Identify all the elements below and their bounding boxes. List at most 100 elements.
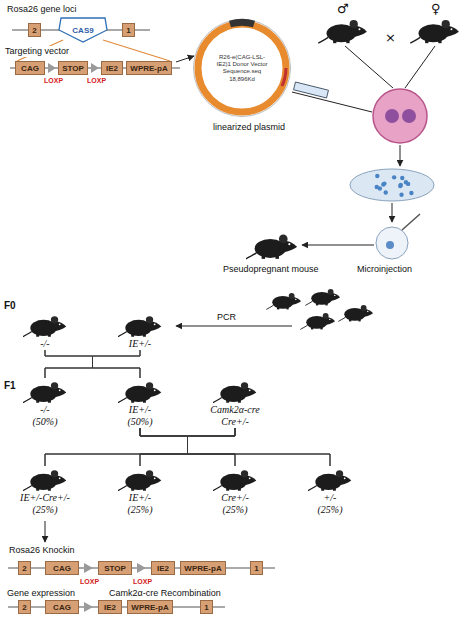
pedigree-line [45, 350, 140, 378]
genotype-label: +/- [324, 492, 337, 504]
gene-element-box: CAG [45, 561, 79, 575]
embryo-dot [398, 184, 402, 188]
genotype-label: (50%) [128, 416, 153, 428]
genotype-label: (25%) [223, 504, 248, 516]
text-label: Rosa26 Knockin [8, 545, 76, 556]
mouse-genotype: -/- [21, 312, 69, 350]
embryo-dots [375, 174, 414, 197]
mouse-icon [23, 312, 67, 338]
gene-element-box: WPRE-pA [127, 600, 173, 614]
genotype-label: IE+/- [129, 404, 151, 416]
arrow [176, 56, 194, 62]
gene-element-box: WPRE-pA [180, 561, 226, 575]
pronucleus [385, 109, 399, 123]
embryo-dot [384, 190, 388, 194]
embryo-dot [375, 174, 379, 178]
node-text: 1 [204, 603, 208, 612]
embryo-dot [375, 185, 379, 189]
mating-line [405, 46, 435, 88]
genotype-label: -/- [40, 404, 49, 416]
pup [300, 313, 335, 329]
text-label: Targeting vector [4, 46, 70, 57]
pedigree-line [140, 428, 330, 466]
embryo-dot [392, 175, 396, 179]
loxp-triangle [84, 563, 93, 573]
genotype-label: -/- [40, 338, 49, 350]
text-label: LOXP [43, 77, 64, 85]
node-text: R26-e(CAG-LSL-IE2)1 Donor Vector Sequenc… [214, 54, 270, 75]
pup [266, 293, 301, 309]
pedigree-line [188, 428, 236, 466]
mouse-icon [23, 378, 67, 404]
genotype-label: Cre+/- [221, 416, 249, 428]
mouse-genotype: -/-(50%) [21, 378, 69, 428]
loxp-triangle [137, 563, 146, 573]
text-label: Microinjection [356, 264, 413, 275]
gene-element-box: 1 [122, 23, 135, 37]
embryo-dot [409, 191, 413, 195]
text-label: linearized plasmid [212, 122, 286, 133]
arrow [176, 326, 292, 327]
arrow [392, 203, 393, 222]
node-text: 2 [22, 564, 26, 573]
text-label: ♂ [336, 1, 350, 16]
text-label: LOXP [79, 578, 100, 586]
node-text: 2 [22, 603, 26, 612]
genotype-label: Camk2α-cre [210, 404, 259, 416]
node-text: CAG [53, 564, 71, 573]
arrow [400, 145, 401, 166]
genotype-label: (25%) [33, 504, 58, 516]
mouse-genotype: IE+/-Cre+/-(25%) [20, 466, 70, 516]
mouse-genotype: Camk2α-creCre+/- [210, 378, 259, 428]
mouse-icon [308, 466, 352, 492]
embryo-dot [399, 183, 403, 187]
gene-element-box: 1 [250, 561, 263, 575]
gene-element-box: STOP [98, 561, 132, 575]
gene-element-box: CAG [45, 600, 79, 614]
node-text: CAG [21, 64, 39, 73]
node-text: CAS9 [72, 26, 93, 35]
pedigree-line [45, 350, 93, 378]
male-mouse [318, 20, 367, 43]
node-text: 1 [254, 564, 258, 573]
pup [305, 289, 340, 305]
text-label: Pseudopregnant mouse [222, 264, 320, 275]
node-text: STOP [104, 564, 126, 573]
text-label: LOXP [86, 77, 107, 85]
pipette [402, 214, 420, 230]
arrow [302, 245, 374, 246]
embryo-dot [399, 192, 403, 196]
node-text: 18,896Kd [229, 76, 255, 82]
gene-element-box: IE2 [151, 561, 175, 575]
plasmid-circle: R26-e(CAG-LSL-IE2)1 Donor Vector Sequenc… [192, 18, 292, 118]
embryo-dot [406, 182, 410, 186]
cas9-pentagon: CAS9 [58, 17, 108, 43]
mouse-icon [213, 466, 257, 492]
syringe-needle [292, 92, 372, 112]
embryo-dot [400, 176, 404, 180]
node-text: STOP [62, 64, 84, 73]
pseudopregnant-mouse [246, 235, 297, 259]
mouse-genotype: IE+/-(25%) [116, 466, 164, 516]
homology-line [103, 40, 170, 61]
node-text: 1 [126, 26, 130, 35]
mouse-genotype: +/-(25%) [306, 466, 354, 516]
loxp-triangle [84, 602, 93, 612]
genotype-label: IE+/- [129, 492, 151, 504]
node-text: IE2 [157, 564, 169, 573]
pronucleus [402, 109, 416, 123]
text-label: Camk2α-cre Recombination [108, 588, 222, 599]
mouse-genotype: Cre+/-(25%) [211, 466, 259, 516]
gene-element-box: IE2 [101, 61, 123, 75]
node-text: WPRE-pA [131, 603, 168, 612]
node-text: CAG [53, 603, 71, 612]
gene-element-box: 2 [18, 600, 31, 614]
gene-element-box: WPRE-pA [126, 61, 172, 75]
pedigree-line [140, 428, 188, 466]
genotype-label: (25%) [318, 504, 343, 516]
syringe [294, 82, 329, 98]
culture-dish [350, 169, 434, 201]
node-text: 2 [32, 26, 36, 35]
mouse-icon [23, 466, 67, 492]
